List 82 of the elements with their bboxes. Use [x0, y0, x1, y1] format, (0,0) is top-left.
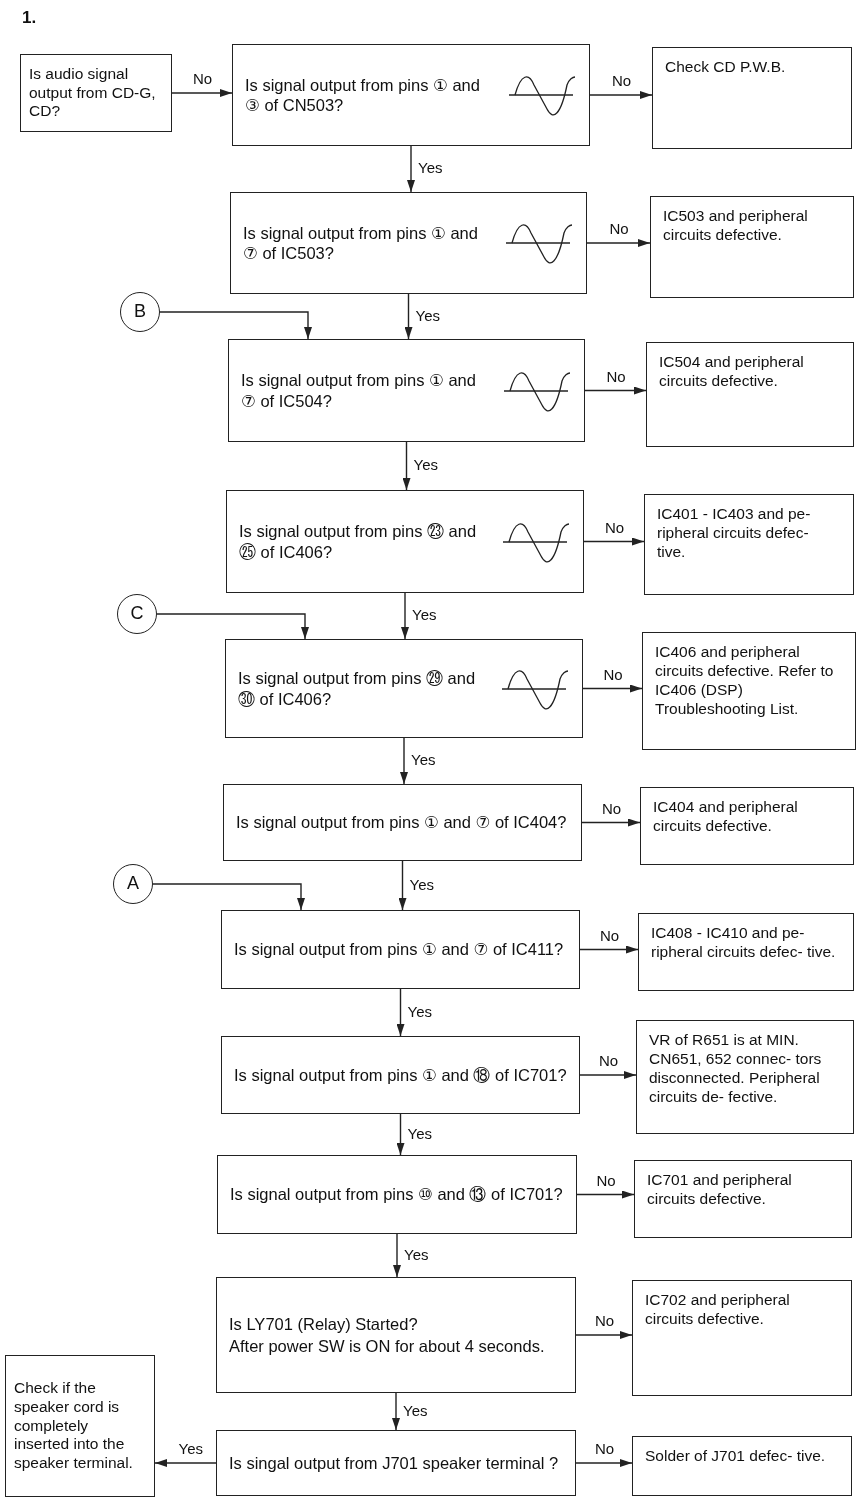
- arrow: [404, 293, 413, 340]
- question-text: Is LY701 (Relay) Started?: [229, 1313, 419, 1334]
- connector-circle: [113, 864, 153, 904]
- result-box: [632, 1436, 852, 1496]
- question-text: Is signal output from pins ① and ⑦ of IC504?: [241, 370, 477, 411]
- question-text: Is signal output from pins ① and ⑱ of IC701?: [234, 1064, 567, 1086]
- decision-box: [221, 910, 580, 989]
- arrow: [579, 1071, 637, 1079]
- decision-box: [225, 639, 583, 738]
- decision-box: [230, 192, 587, 294]
- question-text: Is signal output from pins ① and ⑦ of IC411?: [234, 939, 564, 960]
- process-text: Check if the speaker cord is completely inserted into the speaker terminal.: [14, 1378, 134, 1474]
- question-text: Is signal output from pins ⑩ and ⑬ of IC701?: [230, 1184, 563, 1205]
- result-text: IC401 - IC403 and pe- ripheral circuits defec- tive.: [657, 505, 812, 562]
- arrow: [171, 89, 233, 97]
- result-box: [638, 913, 854, 991]
- result-text: Solder of J701 defec- tive.: [645, 1447, 826, 1466]
- decision-box: [226, 490, 584, 593]
- result-box: [646, 342, 854, 447]
- arrow: [407, 145, 415, 193]
- arrow: [583, 537, 645, 546]
- decision-box: [216, 1277, 576, 1393]
- arrow: [392, 1392, 400, 1431]
- decision-box: [217, 1155, 577, 1234]
- result-box: [644, 494, 854, 595]
- arrow: [398, 860, 407, 911]
- result-box: [636, 1020, 854, 1134]
- result-text: IC702 and peripheral circuits defective.: [645, 1291, 791, 1329]
- process-box: [5, 1355, 155, 1497]
- arrow: [579, 945, 639, 954]
- decision-box: [228, 339, 585, 442]
- arrow: [159, 311, 312, 340]
- result-text: IC404 and peripheral circuits defective.: [653, 798, 799, 836]
- process-text: Is audio signal output from CD-G, CD?: [29, 64, 157, 122]
- question-text: Is signal output from pins ① and ③ of CN503?: [245, 74, 481, 116]
- result-box: [632, 1280, 852, 1396]
- question-text: Is signal output from pins ① and ⑦ of IC503?: [243, 222, 479, 264]
- decision-box: [223, 784, 582, 861]
- arrow: [402, 441, 411, 491]
- arrow: [154, 1459, 217, 1467]
- process-box: [20, 54, 172, 132]
- decision-box: [232, 44, 590, 146]
- arrow: [575, 1331, 633, 1339]
- arrow: [152, 883, 305, 911]
- arrow: [576, 1190, 635, 1199]
- connector-letter: B: [134, 301, 146, 323]
- result-text: IC406 and peripheral circuits defective. Refer to IC406 (DSP) Troubleshooting List.: [655, 643, 835, 719]
- decision-box: [216, 1430, 576, 1496]
- question-text: Is signal output from pins ㉙ and ㉚ of IC406?: [238, 668, 477, 709]
- result-text: Check CD P.W.B.: [665, 58, 786, 77]
- arrow: [586, 239, 651, 247]
- step-number: 1.: [22, 8, 37, 28]
- question-text: Is signal output from pins ① and ⑦ of IC404?: [236, 812, 567, 833]
- question-text: Is signal output from pins ㉓ and ㉕ of IC406?: [239, 521, 478, 562]
- connector-letter: A: [127, 873, 139, 895]
- connector-letter: C: [130, 603, 144, 625]
- result-text: IC408 - IC410 and pe- ripheral circuits defec- tive.: [651, 924, 837, 962]
- arrow: [396, 1113, 405, 1156]
- arrow: [156, 613, 309, 640]
- result-text: IC504 and peripheral circuits defective.: [659, 353, 805, 391]
- result-text: IC701 and peripheral circuits defective.: [647, 1171, 793, 1209]
- arrow: [393, 1233, 401, 1278]
- arrow: [589, 91, 653, 99]
- decision-box: [221, 1036, 580, 1114]
- result-box: [642, 632, 856, 750]
- arrow: [584, 386, 647, 395]
- connector-circle: [120, 292, 160, 332]
- arrow: [396, 988, 405, 1037]
- arrow: [581, 818, 641, 827]
- result-text: VR of R651 is at MIN. CN651, 652 connec- tors disconnected. Peripheral circuits de- fective.: [649, 1031, 823, 1107]
- arrow: [582, 684, 643, 693]
- arrow: [575, 1459, 633, 1467]
- result-box: [652, 47, 852, 149]
- question-text: After power SW is ON for about 4 seconds.: [229, 1336, 545, 1357]
- result-box: [640, 787, 854, 865]
- result-box: [650, 196, 854, 298]
- question-text: Is singal output from J701 speaker terminal ?: [229, 1452, 559, 1474]
- arrow: [401, 592, 409, 640]
- result-text: IC503 and peripheral circuits defective.: [663, 207, 809, 245]
- result-box: [634, 1160, 852, 1238]
- connector-circle: [117, 594, 157, 634]
- arrow: [400, 737, 408, 785]
